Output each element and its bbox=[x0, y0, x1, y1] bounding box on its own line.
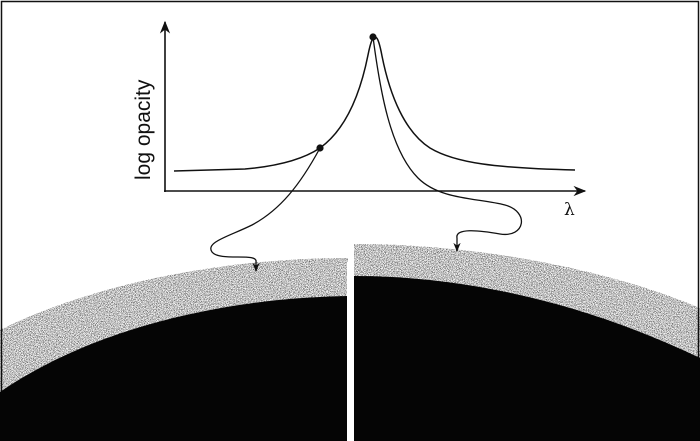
wing-formation-arrow bbox=[210, 147, 321, 272]
core-formation-arrow bbox=[372, 36, 523, 252]
star-body-right bbox=[354, 276, 700, 441]
x-axis-label: λ bbox=[564, 200, 575, 220]
opacity-profile-curve bbox=[173, 36, 576, 172]
star-body-left bbox=[0, 296, 348, 441]
y-axis-label: log opacity bbox=[132, 79, 155, 180]
divider-gap bbox=[347, 262, 354, 441]
